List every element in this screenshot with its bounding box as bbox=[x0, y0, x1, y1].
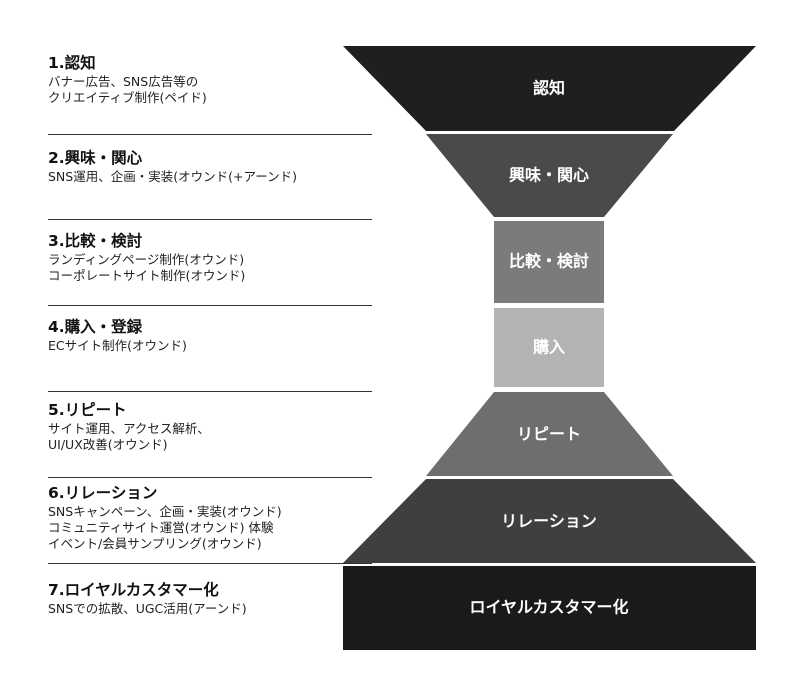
funnel-label-loyalty: ロイヤルカスタマー化 bbox=[469, 598, 628, 617]
stage-divider bbox=[48, 219, 372, 220]
stage-2-title: 2.興味・関心 bbox=[48, 149, 143, 167]
stage-4-description: ECサイト制作(オウンド) bbox=[48, 338, 372, 354]
stage-divider bbox=[48, 477, 372, 478]
stage-divider bbox=[48, 134, 372, 135]
stage-3-title: 3.比較・検討 bbox=[48, 232, 143, 250]
stage-6-desc-line: コミュニティサイト運営(オウンド) 体験 bbox=[48, 520, 274, 535]
stage-4-title: 4.購入・登録 bbox=[48, 318, 143, 336]
stage-7-title: 7.ロイヤルカスタマー化 bbox=[48, 581, 219, 599]
stage-7-block: 7.ロイヤルカスタマー化 SNSでの拡散、UGC活用(アーンド) bbox=[48, 581, 372, 617]
stage-6-title: 6.リレーション bbox=[48, 484, 158, 502]
stage-divider bbox=[48, 391, 372, 392]
funnel-segment-purchase bbox=[494, 308, 604, 387]
stage-2-block: 2.興味・関心 SNS運用、企画・実装(オウンド(+アーンド) bbox=[48, 149, 372, 185]
funnel-segment-interest bbox=[426, 134, 673, 217]
stage-6-description: SNSキャンペーン、企画・実装(オウンド) コミュニティサイト運営(オウンド) … bbox=[48, 504, 372, 552]
stage-3-desc-line: コーポレートサイト制作(オウンド) bbox=[48, 268, 246, 283]
funnel-segment-relation bbox=[343, 479, 756, 563]
stage-1-desc-line: バナー広告、SNS広告等の bbox=[48, 74, 199, 89]
funnel-label-repeat: リピート bbox=[517, 425, 581, 444]
stage-2-desc-line: SNS運用、企画・実装(オウンド(+アーンド) bbox=[48, 169, 297, 184]
stage-6-block: 6.リレーション SNSキャンペーン、企画・実装(オウンド) コミュニティサイト… bbox=[48, 484, 372, 552]
stage-6-desc-line: SNSキャンペーン、企画・実装(オウンド) bbox=[48, 504, 282, 519]
funnel-segment-comparison bbox=[494, 221, 604, 303]
stage-1-desc-line: クリエイティブ制作(ペイド) bbox=[48, 90, 207, 105]
funnel-segment-repeat bbox=[426, 392, 673, 476]
stage-3-description: ランディングページ制作(オウンド) コーポレートサイト制作(オウンド) bbox=[48, 252, 372, 284]
funnel-segment-awareness bbox=[343, 46, 756, 131]
funnel-label-comparison: 比較・検討 bbox=[509, 252, 589, 271]
stage-4-block: 4.購入・登録 ECサイト制作(オウンド) bbox=[48, 318, 372, 354]
stage-2-description: SNS運用、企画・実装(オウンド(+アーンド) bbox=[48, 169, 372, 185]
stage-5-description: サイト運用、アクセス解析、 UI/UX改善(オウンド) bbox=[48, 421, 372, 453]
stage-divider bbox=[48, 563, 372, 564]
stage-6-desc-line: イベント/会員サンプリング(オウンド) bbox=[48, 536, 262, 551]
stage-4-desc-line: ECサイト制作(オウンド) bbox=[48, 338, 187, 353]
stage-5-desc-line: UI/UX改善(オウンド) bbox=[48, 437, 168, 452]
stage-5-desc-line: サイト運用、アクセス解析、 bbox=[48, 421, 210, 436]
stage-5-block: 5.リピート サイト運用、アクセス解析、 UI/UX改善(オウンド) bbox=[48, 401, 372, 453]
funnel-label-relation: リレーション bbox=[501, 512, 597, 531]
stage-7-desc-line: SNSでの拡散、UGC活用(アーンド) bbox=[48, 601, 247, 616]
stage-5-title: 5.リピート bbox=[48, 401, 127, 419]
funnel-label-awareness: 認知 bbox=[533, 79, 565, 98]
stage-3-block: 3.比較・検討 ランディングページ制作(オウンド) コーポレートサイト制作(オウ… bbox=[48, 232, 372, 284]
stage-1-description: バナー広告、SNS広告等の クリエイティブ制作(ペイド) bbox=[48, 74, 372, 106]
stage-divider bbox=[48, 305, 372, 306]
funnel-segment-loyalty bbox=[343, 566, 756, 650]
stage-3-desc-line: ランディングページ制作(オウンド) bbox=[48, 252, 245, 267]
stage-7-description: SNSでの拡散、UGC活用(アーンド) bbox=[48, 601, 372, 617]
funnel-label-purchase: 購入 bbox=[532, 338, 565, 357]
funnel-label-interest: 興味・関心 bbox=[509, 166, 589, 185]
stage-1-block: 1.認知 バナー広告、SNS広告等の クリエイティブ制作(ペイド) bbox=[48, 54, 372, 106]
stage-1-title: 1.認知 bbox=[48, 54, 96, 72]
